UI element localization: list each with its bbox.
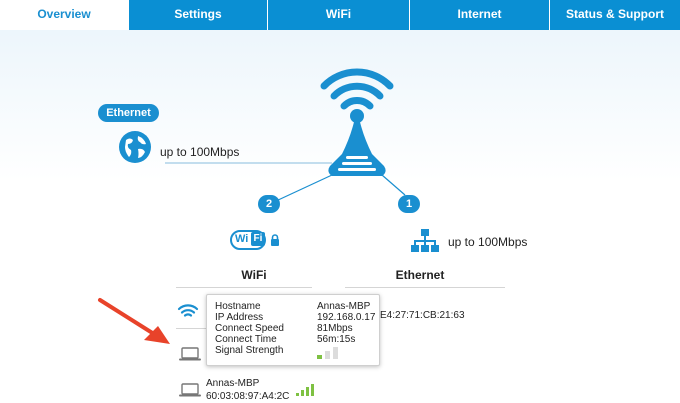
wifi-device-count-badge[interactable]: 2 xyxy=(258,195,280,213)
router-icon xyxy=(320,68,394,176)
wifi-list-divider xyxy=(176,328,206,329)
device-signal-bars xyxy=(296,384,316,396)
laptop-icon[interactable] xyxy=(179,382,201,398)
popup-signal-bars xyxy=(317,347,341,359)
wifi-section-title: WiFi xyxy=(241,268,267,282)
device-name[interactable]: Annas-MBP xyxy=(206,378,260,389)
laptop-icon[interactable] xyxy=(179,346,201,362)
wifi-signal-icon xyxy=(177,304,199,317)
tab-status-support[interactable]: Status & Support xyxy=(549,0,680,30)
signal-bar xyxy=(311,384,314,396)
device-mac: 60:03:08:97:A4:2C xyxy=(206,391,290,402)
network-tree-icon xyxy=(411,229,439,252)
internet-ethernet-label: Ethernet xyxy=(98,104,159,122)
popup-ip-label: IP Address xyxy=(215,312,264,323)
signal-bar xyxy=(325,351,330,359)
ethernet-section-divider xyxy=(345,287,505,288)
ethernet-device-count-badge[interactable]: 1 xyxy=(398,195,420,213)
internet-speed: up to 100Mbps xyxy=(160,145,240,159)
signal-bar xyxy=(333,347,338,359)
device-detail-popup: Hostname Annas-MBP IP Address 192.168.0.… xyxy=(206,294,380,366)
popup-speed-value: 81Mbps xyxy=(317,323,353,334)
popup-time-label: Connect Time xyxy=(215,334,277,345)
lock-icon xyxy=(271,234,279,246)
popup-hostname-label: Hostname xyxy=(215,301,261,312)
ethernet-device-mac: E4:27:71:CB:21:63 xyxy=(380,310,465,321)
popup-speed-label: Connect Speed xyxy=(215,323,284,334)
signal-bar xyxy=(296,393,299,396)
popup-signal-label: Signal Strength xyxy=(215,345,284,356)
red-arrow-icon xyxy=(98,298,170,344)
signal-bar xyxy=(317,355,322,359)
signal-bar xyxy=(301,390,304,396)
tab-internet[interactable]: Internet xyxy=(409,0,549,30)
signal-bar xyxy=(306,387,309,396)
ethernet-speed: up to 100Mbps xyxy=(448,235,528,249)
ethernet-section-title: Ethernet xyxy=(395,268,445,282)
wifi-logo-icon: Wi Fi xyxy=(230,228,282,252)
tab-overview[interactable]: Overview xyxy=(0,0,128,30)
popup-ip-value: 192.168.0.17 xyxy=(317,312,376,323)
globe-icon xyxy=(119,131,151,163)
top-nav: Overview Settings WiFi Internet Status &… xyxy=(0,0,680,30)
tab-wifi[interactable]: WiFi xyxy=(267,0,409,30)
wifi-section-divider xyxy=(176,287,312,288)
popup-time-value: 56m:15s xyxy=(317,334,356,345)
tab-settings[interactable]: Settings xyxy=(128,0,267,30)
popup-hostname-value: Annas-MBP xyxy=(317,301,371,312)
